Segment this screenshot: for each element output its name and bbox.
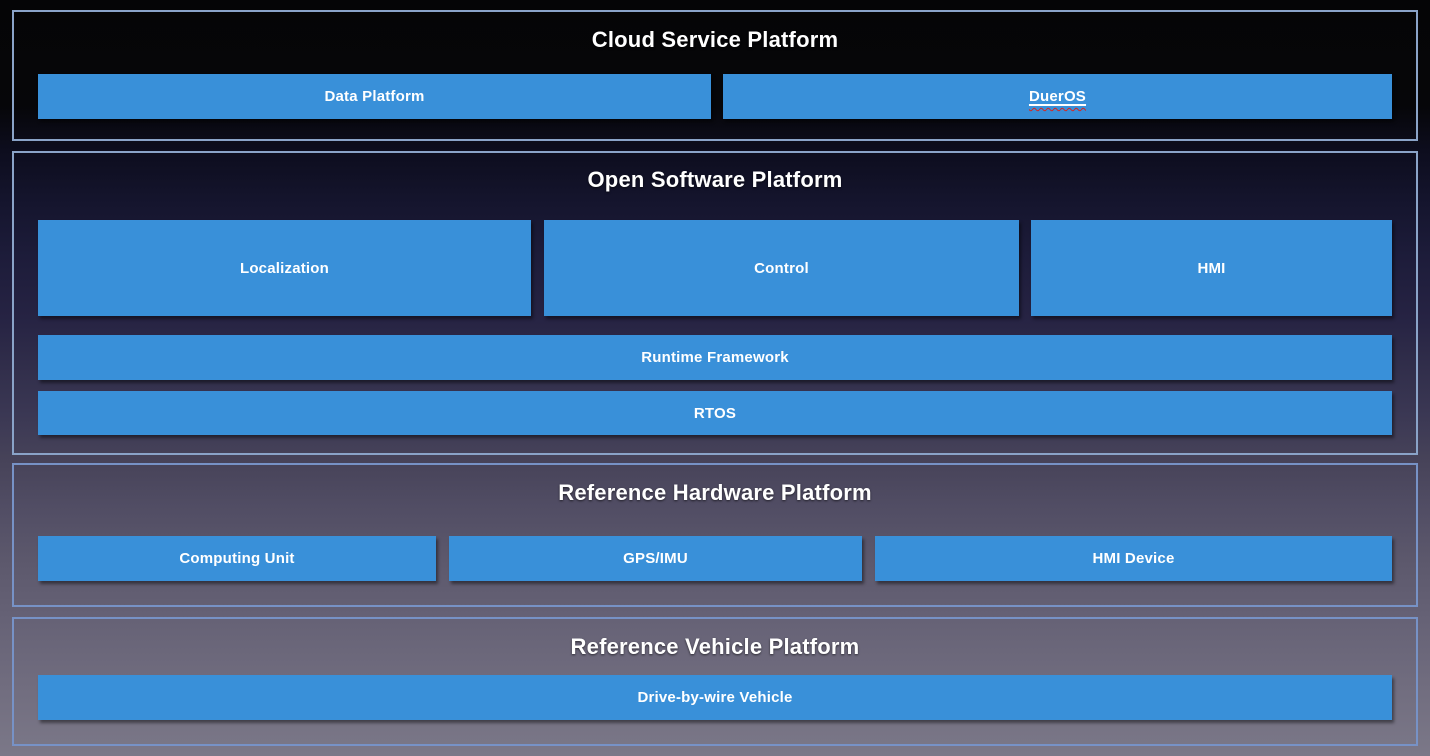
section-title: Reference Hardware Platform	[558, 480, 872, 505]
box-label: Drive-by-wire Vehicle	[637, 689, 793, 706]
section-open-software-platform: Open Software Platform Localization Cont…	[12, 151, 1418, 455]
box-localization: Localization	[38, 220, 531, 316]
box-label: HMI Device	[1092, 550, 1175, 567]
box-label: RTOS	[693, 404, 737, 422]
section-title: Reference Vehicle Platform	[570, 634, 860, 659]
underlined-text: DuerOS	[1029, 88, 1086, 105]
box-label: Control	[754, 259, 809, 277]
section-title: Open Software Platform	[587, 167, 843, 192]
box-rtos: RTOS	[38, 391, 1392, 435]
section-cloud-service-platform: Cloud Service Platform Data Platform Due…	[12, 10, 1418, 141]
box-drive-by-wire-vehicle: Drive-by-wire Vehicle	[38, 675, 1392, 720]
box-runtime-framework: Runtime Framework	[38, 335, 1392, 380]
box-label: Computing Unit	[179, 550, 295, 567]
box-control: Control	[544, 220, 1019, 316]
box-label: Runtime Framework	[641, 349, 789, 366]
box-hmi-device: HMI Device	[875, 536, 1392, 581]
box-label: Localization	[239, 259, 330, 277]
box-gps-imu: GPS/IMU	[449, 536, 862, 581]
box-hmi: HMI	[1031, 220, 1392, 316]
section-reference-hardware-platform: Reference Hardware Platform Computing Un…	[12, 463, 1418, 607]
box-dueros: DuerOS	[723, 74, 1392, 119]
box-label: HMI	[1197, 259, 1226, 277]
box-label: Data Platform	[324, 88, 425, 105]
box-computing-unit: Computing Unit	[38, 536, 436, 581]
box-data-platform: Data Platform	[38, 74, 711, 119]
section-reference-vehicle-platform: Reference Vehicle Platform Drive-by-wire…	[12, 617, 1418, 746]
box-label: GPS/IMU	[623, 550, 688, 567]
box-label: DuerOS	[1028, 88, 1087, 105]
section-title: Cloud Service Platform	[591, 27, 839, 52]
